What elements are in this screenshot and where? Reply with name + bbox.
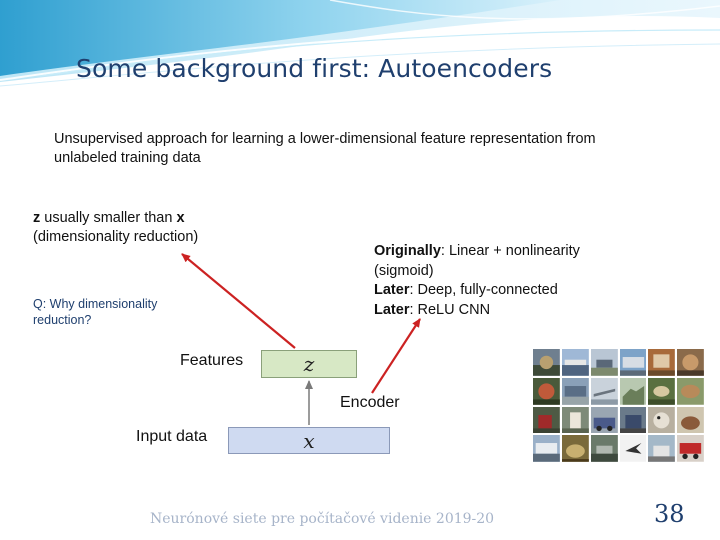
input-data-label: Input data <box>136 428 208 445</box>
history-term: Later <box>374 301 410 318</box>
thumbnail-image <box>533 406 560 434</box>
sample-image-grid <box>533 349 704 462</box>
slide-title: Some background first: Autoencoders <box>76 54 553 83</box>
intro-text: Unsupervised approach for learning a low… <box>54 131 596 166</box>
input-x-box: x <box>228 427 390 454</box>
thumbnail-image <box>561 377 589 405</box>
footer-course-name: Neurónové siete pre počítačové videnie 2… <box>150 511 495 527</box>
thumbnail-image <box>561 406 589 434</box>
thumbnail-image <box>533 435 560 462</box>
thumbnail-image <box>619 377 647 405</box>
z-symbol: z <box>303 352 315 376</box>
history-item: Originally: Linear + nonlinearity (sigmo… <box>374 242 614 281</box>
history-desc: : ReLU CNN <box>409 301 491 318</box>
header-swoosh-decoration <box>0 0 720 87</box>
encoder-history: Originally: Linear + nonlinearity (sigmo… <box>374 242 614 320</box>
encoder-label: Encoder <box>340 394 400 411</box>
thumbnail-image <box>648 406 676 434</box>
thumbnail-image <box>648 435 676 462</box>
thumbnail-image <box>533 349 560 376</box>
z-note-text-2: (dimensionality reduction) <box>33 229 199 245</box>
thumbnail-image <box>619 349 647 376</box>
history-term: Originally <box>374 243 441 259</box>
z-term: z <box>33 210 41 226</box>
thumbnail-image <box>561 435 589 462</box>
arrow-encoder-to-history <box>371 318 421 394</box>
x-term: x <box>176 210 185 226</box>
page-number: 38 <box>654 500 685 528</box>
features-label: Features <box>180 352 244 369</box>
question-note: Q: Why dimensionality reduction? <box>33 297 158 327</box>
history-item: Later: ReLU CNN <box>374 301 614 321</box>
thumbnail-image <box>619 435 647 462</box>
history-term: Later <box>374 282 410 298</box>
thumbnail-image <box>677 435 704 462</box>
thumbnail-image <box>533 377 560 405</box>
latent-z-box: z <box>261 350 357 378</box>
thumbnail-image <box>590 377 618 405</box>
history-desc: : Linear + nonlinearity (sigmoid) <box>374 243 580 279</box>
thumbnail-image <box>590 349 618 376</box>
thumbnail-image <box>590 435 618 462</box>
z-note-text-1: usually smaller than <box>40 210 177 226</box>
thumbnail-image <box>561 349 589 376</box>
thumbnail-image <box>677 377 704 405</box>
thumbnail-image <box>619 406 647 434</box>
history-item: Later: Deep, fully-connected <box>374 281 614 301</box>
thumbnail-image <box>677 406 704 434</box>
x-symbol: x <box>303 428 315 453</box>
history-desc: : Deep, fully-connected <box>409 282 558 298</box>
thumbnail-image <box>648 349 676 376</box>
thumbnail-image <box>590 406 618 434</box>
thumbnail-image <box>677 349 704 376</box>
z-dimensionality-note: z usually smaller than x (dimensionality… <box>33 209 253 247</box>
thumbnail-image <box>648 377 676 405</box>
